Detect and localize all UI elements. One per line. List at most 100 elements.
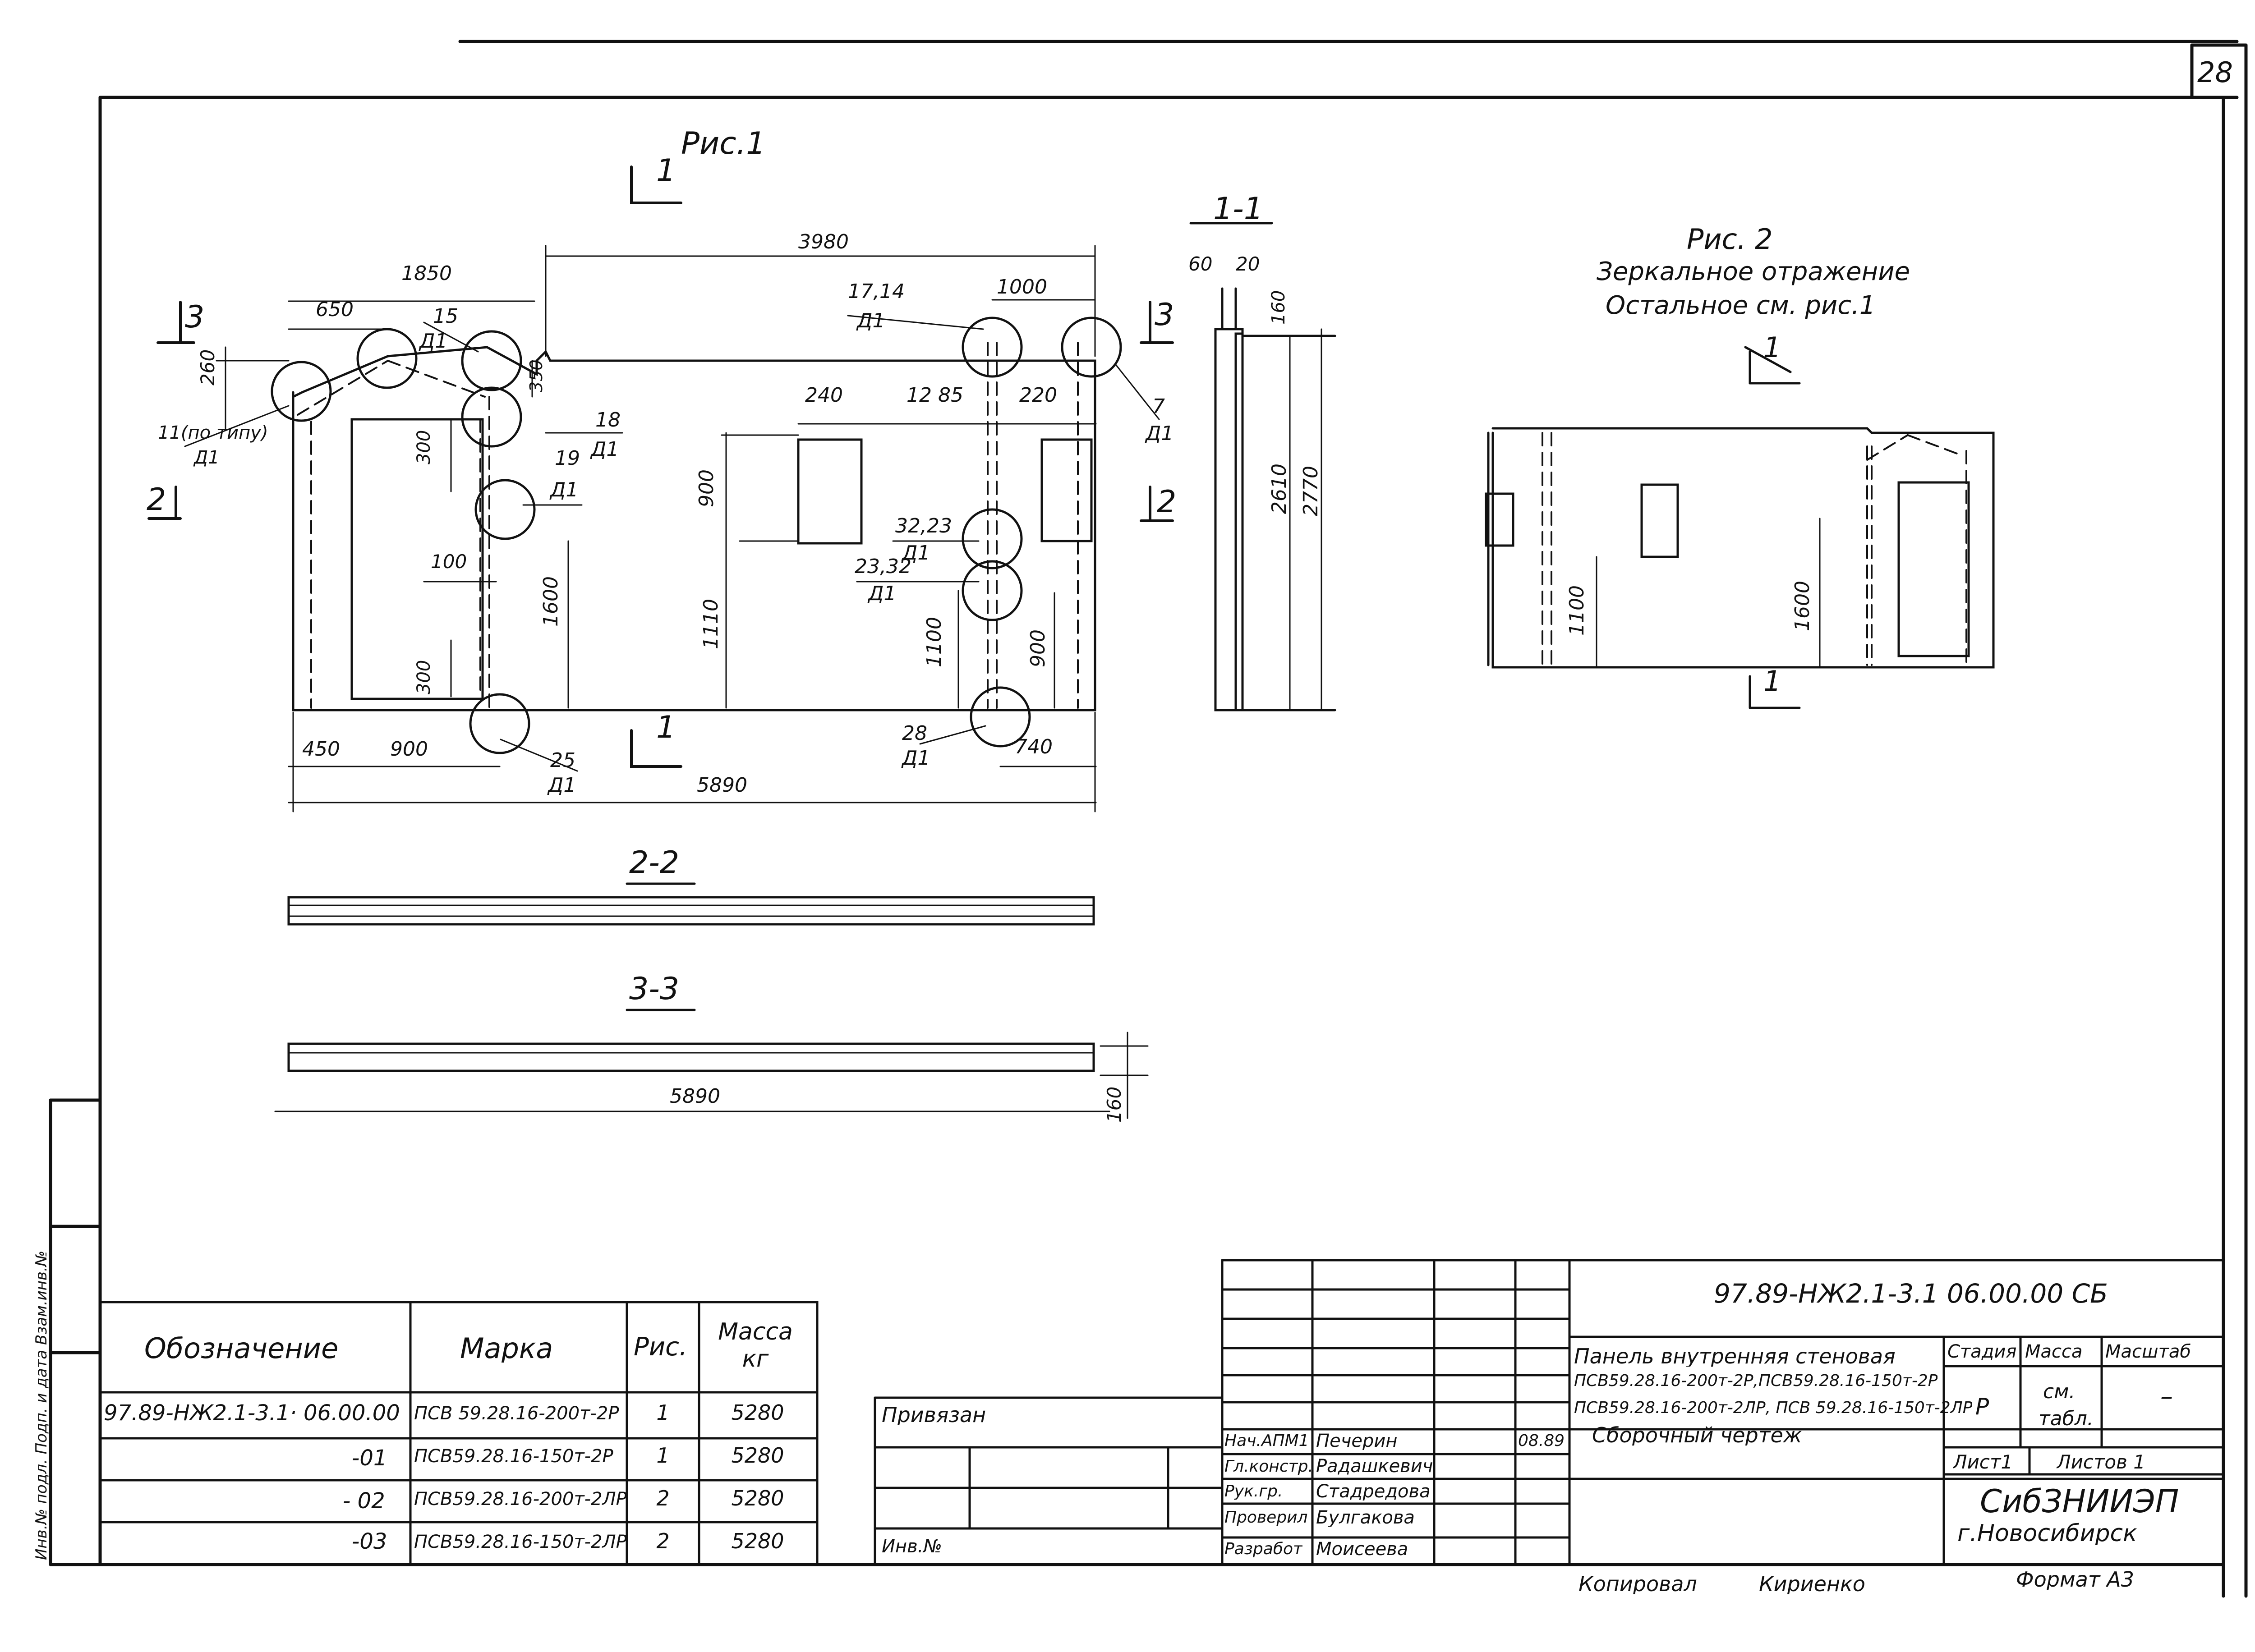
dim-1600: 1600 [539,576,562,627]
spec-row-3-mark: ПСВ59.28.16-150т-2ЛР [414,1533,627,1551]
stamp-date-0: 08.89 [1518,1433,1565,1449]
fig1-dimensions [216,245,1097,812]
spec-row-2-fig: 2 [656,1488,670,1509]
cut-markers [147,165,1174,768]
stamp-sheets: Листов 1 [2057,1453,2145,1472]
spec-row-2-mass: 5280 [731,1488,784,1509]
sec33-dim-160: 160 [1103,1086,1125,1123]
node-17-14-detail: Д1 [857,309,885,332]
dim-350: 350 [526,359,546,392]
fig2-note-2: Остальное см. рис.1 [1606,291,1876,320]
sec11-dim-20: 20 [1236,253,1260,275]
stamp-name-1: Радашкевич [1316,1457,1433,1475]
spec-header-fig: Рис. [634,1335,687,1360]
fig2-note-1: Зеркальное отражение [1597,257,1910,286]
cut-label-1-top: 1 [656,153,676,188]
stamp-name-3: Булгакова [1316,1509,1415,1527]
node-circles [271,317,1122,754]
stamp-title-1: Панель внутренняя стеновая [1574,1346,1896,1367]
node-18: 18 [595,408,621,431]
node-11-detail: Д1 [194,447,220,468]
spec-row-2-designation: - 02 [343,1490,385,1512]
fig1-leaders [184,315,1160,772]
stamp-doc-code: 97.89-НЖ2.1-3.1 06.00.00 СБ [1714,1280,2108,1307]
section-1-1-title: 1-1 [1213,191,1264,227]
stamp-role-3: Проверил [1224,1510,1308,1526]
node-25-detail: Д1 [548,774,576,797]
stamp-role-0: Нач.АПМ1 [1224,1433,1309,1449]
section-2-2 [287,882,1095,926]
dim-740: 740 [1015,735,1053,758]
panel-elevation [292,346,1096,711]
stamp-title-4: Сборочный чертеж [1592,1425,1802,1446]
stamp-name-4: Моисеева [1316,1540,1408,1558]
sec11-dim-2770: 2770 [1299,466,1322,516]
dim-260: 260 [197,349,219,385]
fig2-cut-bottom: 1 [1763,665,1781,698]
dim-900-right: 900 [1026,629,1049,667]
stamp-copied-name: Кириенко [1759,1574,1865,1594]
spec-header-mass: Масса кг [718,1319,793,1372]
stamp-privyazan: Привязан [882,1404,986,1425]
dim-100: 100 [431,551,467,573]
stamp-grid [874,1259,2225,1566]
dim-5890: 5890 [697,774,747,797]
stamp-stage-header: Стадия [1947,1343,2017,1361]
node-15-detail: Д1 [419,330,448,353]
node-19: 19 [555,447,580,470]
stamp-inv: Инв.№ [882,1537,942,1556]
sheet-number: 28 [2197,56,2233,89]
node-23-32: 23,32 [855,555,911,578]
stamp-name-2: Стадредова [1316,1482,1431,1501]
stamp-mass-header: Масса [2025,1343,2083,1361]
fig1-title: Рис.1 [681,126,766,161]
section-2-2-title: 2-2 [629,845,680,881]
stamp-scale: – [2160,1384,2173,1409]
fig2-title: Рис. 2 [1687,223,1773,256]
node-23-32-detail: Д1 [868,582,897,605]
node-19-detail: Д1 [550,478,579,501]
spec-row-1-designation: -01 [352,1447,387,1469]
spec-row-3-fig: 2 [656,1531,670,1551]
cut-label-2-left: 2 [147,482,166,518]
node-7-detail: Д1 [1146,422,1174,445]
dim-1285: 12 85 [907,384,963,407]
section-3-3 [274,1009,1149,1119]
sec11-dim-2610: 2610 [1268,463,1291,514]
fig2-hidden-lines [1542,432,1967,666]
spec-table-grid [99,1301,819,1566]
section-3-3-title: 3-3 [629,971,680,1007]
spec-row-2-mark: ПСВ59.28.16-200т-2ЛР [414,1490,627,1508]
sec33-dim-5890: 5890 [670,1085,720,1108]
node-28-detail: Д1 [902,747,930,770]
stamp-org-1: СибЗНИИЭП [1980,1486,2179,1517]
cut-label-1-bottom: 1 [656,710,676,745]
sec11-dim-60: 60 [1188,253,1213,275]
dim-300-top: 300 [414,430,434,464]
stamp-sheet: Лист1 [1953,1453,2013,1472]
dim-1000: 1000 [997,275,1047,298]
stamp-title-2: ПСВ59.28.16-200т-2Р,ПСВ59.28.16-150т-2Р [1574,1373,1938,1389]
cut-label-2-right: 2 [1157,484,1177,520]
fig2-cut-top: 1 [1763,331,1781,364]
stamp-role-4: Разработ [1224,1541,1303,1557]
stamp-format: Формат А3 [2016,1569,2134,1590]
stamp-copied-label: Копировал [1578,1574,1697,1594]
stamp-scale-header: Масштаб [2105,1343,2191,1361]
spec-header-mark: Марка [460,1335,553,1363]
dim-3980: 3980 [798,230,849,253]
node-32-23: 32,23 [895,514,952,537]
fig2-dim-1100: 1100 [1565,585,1588,636]
dim-240: 240 [805,384,843,407]
node-7: 7 [1152,395,1165,418]
sheet-frame [49,40,2248,1598]
dim-1850: 1850 [401,262,452,285]
node-32-23-detail: Д1 [902,541,930,564]
fig2-elevation [1485,346,1995,709]
node-11: 11(по типу) [158,422,268,443]
dim-650: 650 [316,298,354,321]
spec-row-0-fig: 1 [656,1402,670,1423]
panel-hidden-lines [297,342,1079,709]
fig2-dim-1600: 1600 [1791,581,1814,631]
spec-row-0-designation: 97.89-НЖ2.1-3.1· 06.00.00 [104,1402,400,1424]
